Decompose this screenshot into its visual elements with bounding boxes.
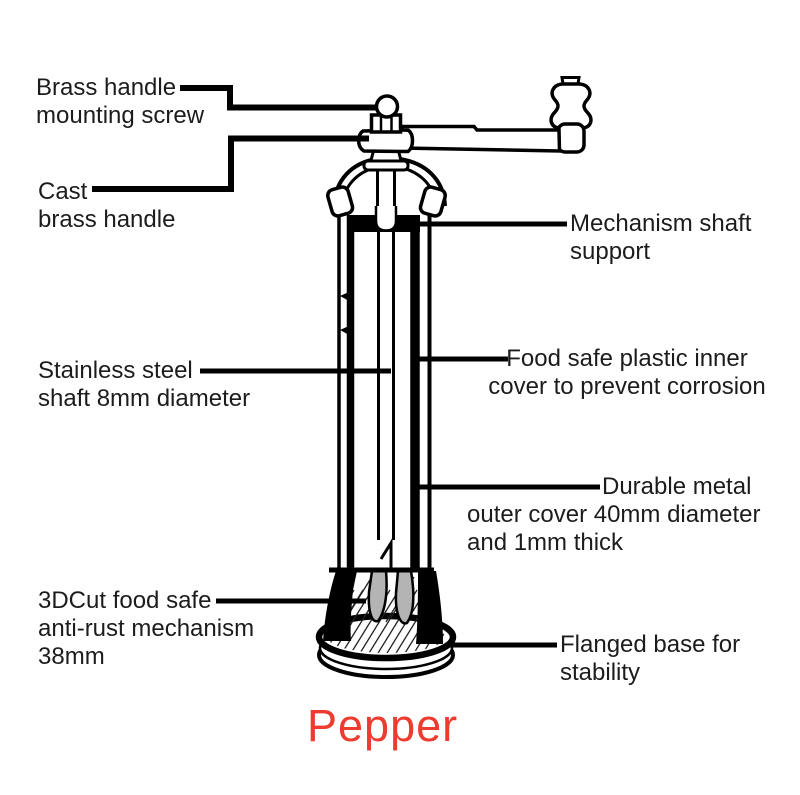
dome-feet [325, 185, 448, 218]
inner-cover [346, 215, 420, 570]
label-line: shaft 8mm diameter [38, 385, 251, 412]
label-line: and 1mm thick [467, 529, 624, 556]
label-line: anti-rust mechanism [38, 615, 255, 642]
label-brass-handle-mounting-screw: Brass handle mounting screw [36, 74, 204, 130]
label-cast-brass-handle: Cast brass handle [38, 178, 175, 234]
label-line: outer cover 40mm diameter [467, 501, 761, 528]
label-flanged-base: Flanged base for stability [560, 631, 740, 687]
crank-arm [400, 124, 562, 153]
base-flare [323, 571, 443, 644]
label-line: 38mm [38, 643, 105, 670]
label-line: Cast [38, 178, 88, 205]
label-line: Mechanism shaft [570, 210, 752, 237]
label-line: Flanged base for [560, 631, 741, 658]
label-line: support [570, 238, 651, 265]
label-stainless-steel-shaft: Stainless steel shaft 8mm diameter [38, 357, 250, 413]
label-line: Stainless steel [38, 357, 193, 384]
label-3dcut-mechanism: 3DCut food safe anti-rust mechanism 38mm [38, 587, 254, 671]
leader-lines [92, 85, 600, 648]
label-line: cover to prevent corrosion [488, 373, 766, 400]
leader-cast-handle [92, 135, 369, 192]
label-line: Food safe plastic inner [506, 345, 748, 372]
wall-seam-ticks [340, 291, 351, 336]
stainless-shaft [376, 168, 396, 568]
label-line: brass handle [38, 206, 176, 233]
grinder-teeth [367, 569, 415, 625]
label-line: Brass handle [36, 74, 177, 101]
label-durable-metal-outer-cover: Durable metal outer cover 40mm diameter … [467, 473, 760, 557]
label-line: Durable metal [602, 473, 752, 500]
label-line: 3DCut food safe [38, 587, 212, 614]
outer-cover [337, 210, 432, 570]
label-line: stability [560, 659, 641, 686]
mounting-screw-ball [374, 94, 400, 119]
crank-elbow [556, 122, 586, 154]
spindle-neck [362, 146, 410, 172]
label-line: mounting screw [36, 102, 205, 129]
crank-knob [549, 76, 593, 154]
shaft-channel [374, 206, 398, 232]
label-mechanism-shaft-support: Mechanism shaft support [570, 210, 751, 266]
diagram-title: Pepper [307, 700, 459, 751]
label-food-safe-inner-cover: Food safe plastic inner cover to prevent… [476, 345, 778, 401]
leader-brass-screw [180, 85, 378, 111]
